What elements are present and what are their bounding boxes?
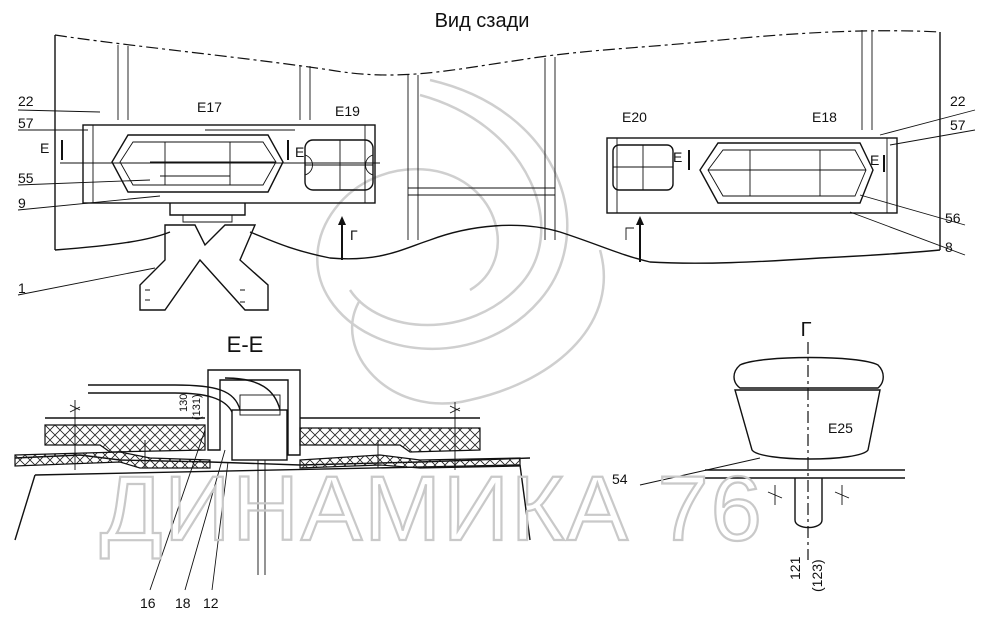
- lamp-E18: [699, 142, 874, 204]
- callout-8: 8: [945, 239, 953, 255]
- callout-56: 56: [945, 210, 961, 226]
- callout-57-right: 57: [950, 117, 966, 133]
- lamp-E25-body: [734, 389, 881, 460]
- section-title: Е-Е: [227, 332, 264, 357]
- callout-57-left: 57: [18, 115, 34, 131]
- label-E-right2: Е: [870, 152, 879, 168]
- seal-right: [299, 427, 481, 453]
- label-E-mid: Е: [295, 144, 304, 160]
- callout-55: 55: [18, 170, 34, 186]
- label-E18: Е18: [812, 109, 837, 125]
- callout-1: 1: [18, 280, 26, 296]
- callout-leaders: [17, 109, 976, 296]
- callout-9: 9: [18, 195, 26, 211]
- rear-view: [54, 30, 941, 311]
- label-E20: Е20: [622, 109, 647, 125]
- lamp-E17: [111, 134, 284, 193]
- left-lamp-bracket: [82, 124, 376, 204]
- callout-22-right: 22: [950, 93, 966, 109]
- callout-16: 16: [140, 595, 156, 611]
- callout-18: 18: [175, 595, 191, 611]
- gasket-left: [14, 451, 211, 469]
- label-G-left: Г: [350, 227, 358, 243]
- label-E19: Е19: [335, 103, 360, 119]
- label-E-left: Е: [40, 140, 49, 156]
- callout-54: 54: [612, 471, 628, 487]
- section-E-E: [14, 369, 531, 591]
- seal-left: [44, 424, 206, 453]
- watermark-text: ДИНАМИКА 76: [100, 458, 764, 560]
- label-E17: Е17: [197, 99, 222, 115]
- wire-121: 121: [787, 556, 803, 580]
- label-E25: Е25: [828, 420, 853, 436]
- label-E-right1: Е: [673, 149, 682, 165]
- lamp-E25-cap: [733, 356, 884, 389]
- body-outline-dashdot: [54, 30, 941, 76]
- view-marker-G: Г: [801, 319, 812, 341]
- callout-22-left: 22: [18, 93, 34, 109]
- callout-12: 12: [203, 595, 219, 611]
- connector-housing: [207, 369, 301, 456]
- wire-123: (123): [809, 559, 825, 592]
- bracket-1: [139, 224, 269, 311]
- gasket-right: [299, 454, 521, 469]
- watermark-logo: [316, 78, 606, 405]
- view-title: Вид сзади: [435, 10, 530, 32]
- labels: Е17 Е19 Е20 Е18 Е25 22 57 Е 55 9 1 Е Г Е…: [18, 93, 966, 611]
- wire-130: 130: [178, 394, 190, 412]
- view-G: [639, 342, 905, 560]
- right-lamp-bracket: [606, 137, 898, 214]
- wire-131: (131): [191, 394, 203, 420]
